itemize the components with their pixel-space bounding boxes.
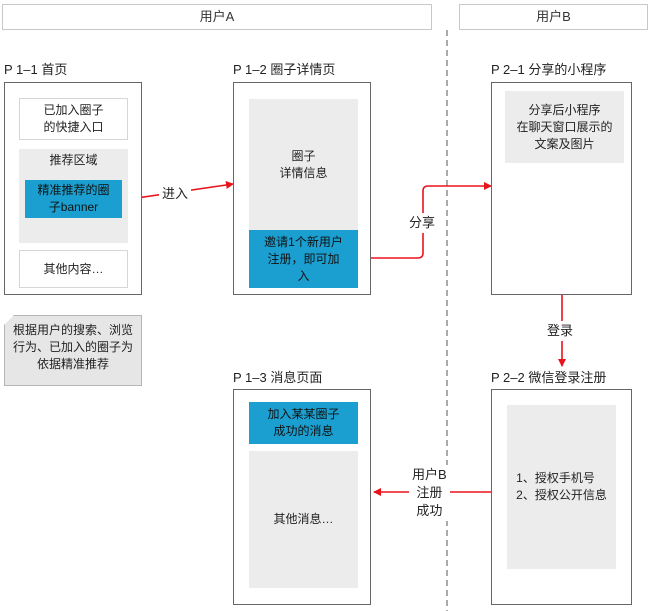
screen-title-p2-2: P 2–2 微信登录注册 — [491, 370, 607, 385]
screen-title-p2-1: P 2–1 分享的小程序 — [491, 62, 607, 77]
edge-label-register-success: 用户B 注册 成功 — [409, 465, 450, 521]
other-messages: 其他消息… — [249, 451, 358, 588]
other-content-box: 其他内容… — [19, 250, 128, 288]
edge-label-login: 登录 — [544, 321, 577, 341]
lane-header-user-b: 用户B — [459, 4, 648, 30]
recommend-banner: 精准推荐的圈 子banner — [25, 180, 122, 218]
circle-detail-info: 圈子 详情信息 — [249, 99, 358, 230]
screen-title-p1-3: P 1–3 消息页面 — [233, 370, 323, 385]
recommend-area-label: 推荐区域 — [49, 152, 98, 167]
screen-title-p1-1: P 1–1 首页 — [4, 62, 68, 77]
edge-label-share: 分享 — [406, 213, 439, 233]
screen-title-p1-2: P 1–2 圈子详情页 — [233, 62, 336, 77]
shared-card: 分享后小程序 在聊天窗口展示的 文案及图片 — [505, 91, 624, 163]
quick-entry-box: 已加入圈子 的快捷入口 — [19, 98, 128, 140]
edge-label-enter: 进入 — [159, 184, 192, 204]
invite-new-user-bar: 邀请1个新用户 注册，即可加 入 — [249, 230, 358, 288]
lane-header-user-a: 用户A — [2, 4, 432, 30]
recommendation-note: 根据用户的搜索、浏览 行为、已加入的圈子为 依据精准推荐 — [4, 315, 142, 386]
authorization-steps: 1、授权手机号 2、授权公开信息 — [507, 405, 616, 569]
join-success-message: 加入某某圈子 成功的消息 — [249, 402, 358, 444]
